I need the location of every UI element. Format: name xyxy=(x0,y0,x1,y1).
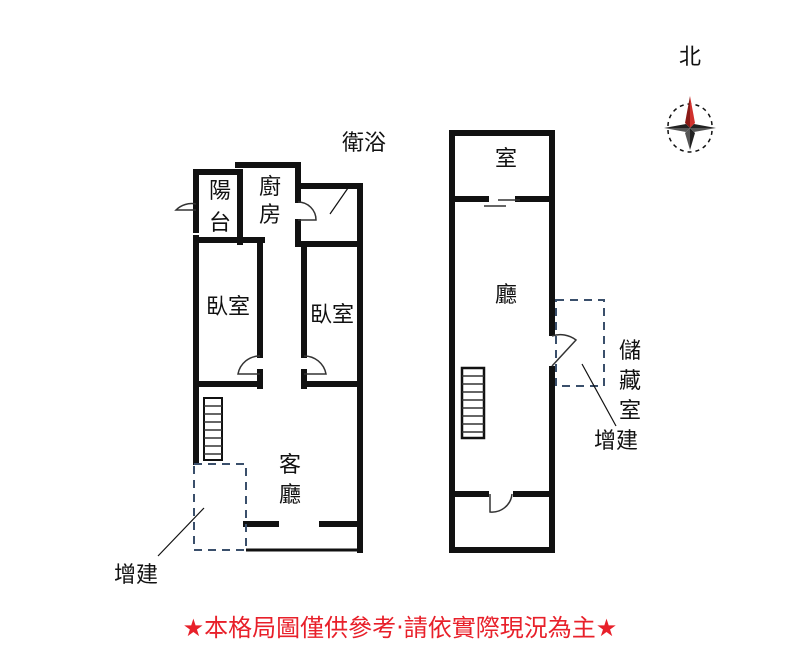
balcony-label-2: 台 xyxy=(209,211,231,236)
bottom-room-door-arc xyxy=(489,493,513,513)
right-floor-plan: 室 廳 儲 藏 室 增建 xyxy=(449,130,641,553)
bathroom-label: 衛浴 xyxy=(342,131,386,156)
right-staircase xyxy=(460,366,486,440)
balcony-door-arc xyxy=(174,202,197,211)
bathroom-door-arc xyxy=(297,201,317,221)
left-extension-leader xyxy=(157,507,205,557)
balcony-label-1: 陽 xyxy=(209,179,231,204)
storage-door-arc xyxy=(551,333,578,367)
disclaimer-note: ★本格局圖僅供參考‧請依實際現況為主★ xyxy=(182,614,618,642)
compass-rose-icon: 北 xyxy=(664,45,716,153)
top-room-sliding-door xyxy=(484,199,520,207)
north-label: 北 xyxy=(679,45,701,70)
living-room-label-2: 廳 xyxy=(279,483,301,508)
right-bedroom-door-arc xyxy=(303,355,327,375)
storage-leader xyxy=(581,363,617,427)
storage-door-opening xyxy=(549,336,555,366)
left-extension-dashed xyxy=(193,463,247,551)
hall-label: 廳 xyxy=(495,283,517,308)
left-extension-label: 增建 xyxy=(114,563,158,588)
left-floor-plan: 陽 台 廚 房 衛浴 臥室 臥室 客 廳 增建 xyxy=(114,131,386,588)
top-room-label: 室 xyxy=(495,147,517,172)
left-bedroom-label: 臥室 xyxy=(206,295,250,320)
living-room-label-1: 客 xyxy=(279,453,301,478)
right-bedroom-label: 臥室 xyxy=(310,303,354,328)
right-stair-treads xyxy=(462,375,484,433)
storage-extension-label: 增建 xyxy=(594,429,638,454)
storage-label-1: 儲 xyxy=(619,339,641,364)
storage-extension-dashed xyxy=(555,299,605,387)
storage-label-2: 藏 xyxy=(619,369,641,394)
bathroom-leader xyxy=(329,187,349,215)
kitchen-label-2: 房 xyxy=(259,203,281,228)
storage-label-3: 室 xyxy=(619,399,641,424)
left-stair-treads xyxy=(204,405,222,455)
left-staircase xyxy=(203,397,223,461)
left-bedroom-door-arc xyxy=(237,355,261,375)
right-outer-walls xyxy=(449,130,555,553)
kitchen-label-1: 廚 xyxy=(259,175,281,200)
